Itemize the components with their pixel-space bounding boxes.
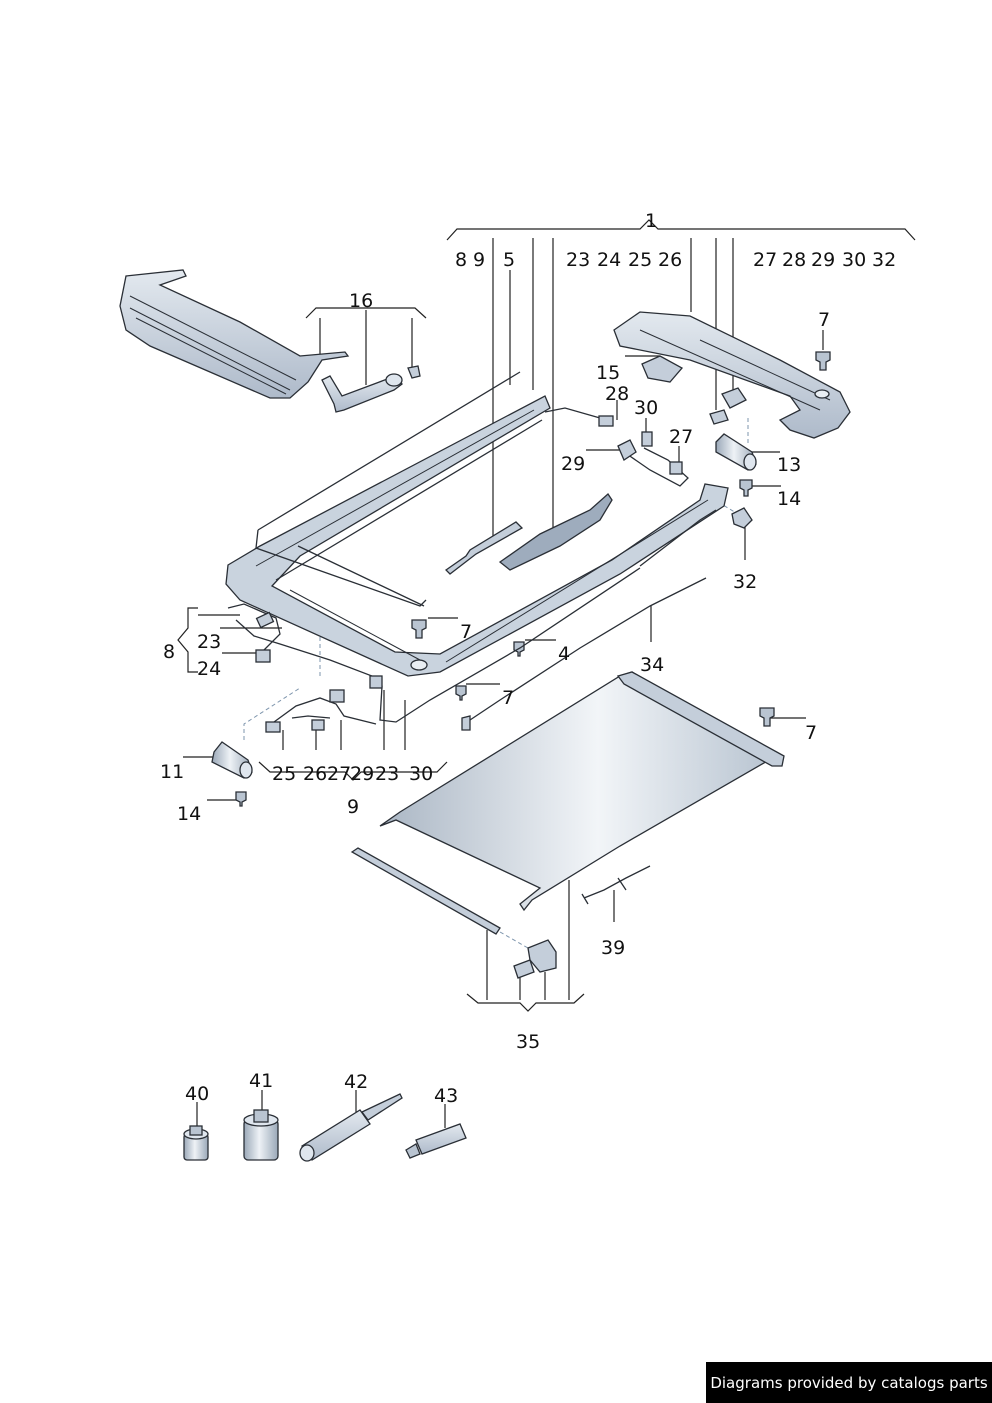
label-14-right: 14 — [777, 488, 801, 510]
label-29: 29 — [561, 453, 585, 475]
label-25-bottom: 25 — [272, 763, 296, 785]
label-42: 42 — [344, 1071, 368, 1093]
service-items — [183, 1093, 467, 1162]
label-5: 5 — [503, 249, 515, 271]
label-40: 40 — [185, 1083, 209, 1105]
label-35: 35 — [516, 1031, 540, 1053]
rear-deflector-part — [613, 311, 851, 439]
label-32: 32 — [733, 571, 757, 593]
label-29-top: 29 — [811, 249, 835, 271]
label-8-top: 8 — [455, 249, 467, 271]
label-23-bottom: 23 — [375, 763, 399, 785]
label-32-top: 32 — [872, 249, 896, 271]
motor-part-11 — [211, 741, 253, 779]
sun-shade-part — [350, 671, 785, 935]
label-24-left: 24 — [197, 658, 221, 680]
label-43: 43 — [434, 1085, 458, 1107]
label-29-bottom: 29 — [350, 763, 374, 785]
label-26-bottom: 26 — [303, 763, 327, 785]
label-1: 1 — [645, 210, 657, 232]
label-7-right: 7 — [805, 722, 817, 744]
cable-end-clip — [461, 715, 471, 731]
clip-parts-35 — [513, 939, 557, 979]
label-25-top: 25 — [628, 249, 652, 271]
label-39: 39 — [601, 937, 625, 959]
guide-rails — [444, 493, 613, 575]
label-7-lower: 7 — [502, 687, 514, 709]
cable-part-34 — [463, 577, 707, 725]
screws — [235, 351, 831, 807]
label-23-left: 23 — [197, 631, 221, 653]
label-9: 9 — [347, 796, 359, 818]
label-41: 41 — [249, 1070, 273, 1092]
label-24-top: 24 — [597, 249, 621, 271]
drain-cable-upper — [297, 387, 747, 607]
wiring-harness-lower — [227, 567, 641, 733]
wind-deflector-part — [119, 269, 350, 399]
pad-part-15 — [641, 355, 684, 383]
sunroof-frame-part — [225, 371, 729, 677]
label-9-top: 9 — [473, 249, 485, 271]
label-23-top: 23 — [566, 249, 590, 271]
credit-banner: Diagrams provided by catalogs parts — [706, 1362, 992, 1403]
plug-part-32 — [731, 507, 753, 529]
label-7-mid: 7 — [460, 621, 472, 643]
assembly-guides — [243, 418, 749, 949]
label-13: 13 — [777, 454, 801, 476]
label-14-left: 14 — [177, 803, 201, 825]
label-7-top-right: 7 — [818, 309, 830, 331]
label-15: 15 — [596, 362, 620, 384]
label-26-top: 26 — [658, 249, 682, 271]
label-8: 8 — [163, 641, 175, 663]
leader-lines — [177, 219, 916, 1128]
label-27-top: 27 — [753, 249, 777, 271]
label-28-top: 28 — [782, 249, 806, 271]
label-11: 11 — [160, 761, 184, 783]
callout-labels: 1 8 9 5 23 24 25 26 27 28 29 30 32 16 7 … — [160, 210, 896, 1107]
label-34: 34 — [640, 654, 664, 676]
handle-part-16 — [321, 365, 421, 413]
label-27: 27 — [669, 426, 693, 448]
label-27-bottom: 27 — [327, 763, 351, 785]
label-30: 30 — [634, 397, 658, 419]
label-30-bottom: 30 — [409, 763, 433, 785]
label-30-top: 30 — [842, 249, 866, 271]
motor-part-13 — [715, 433, 757, 471]
label-4: 4 — [558, 643, 570, 665]
label-28: 28 — [605, 383, 629, 405]
label-16: 16 — [349, 290, 373, 312]
clip-part-39 — [581, 865, 651, 905]
